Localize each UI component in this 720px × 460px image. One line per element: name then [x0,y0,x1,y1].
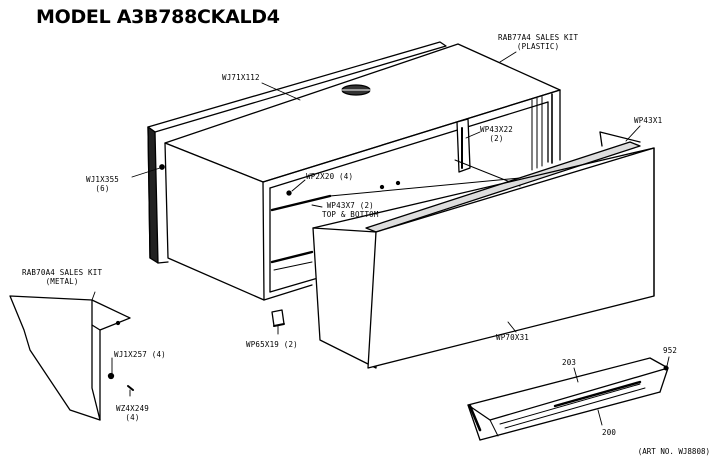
label-rab70a4: RAB70A4 SALES KIT (METAL) [22,268,102,286]
label-wp43x7-line2: TOP & BOTTOM [322,210,379,219]
label-wp43x1-line1: WP43X1 [634,116,663,125]
label-rab70a4-line2: (METAL) [45,277,79,286]
label-wp65x19-line1: WP65X19 (2) [246,340,298,349]
label-wz4x249: WZ4X249 (4) [116,404,149,422]
label-wj1x257-line1: WJ1X257 (4) [114,350,166,359]
top-trim-bar [365,131,641,233]
label-wp43x7-line1: WP43X7 (2) [326,201,374,210]
label-wp70x31-line1: WP70X31 [496,333,530,342]
wall-case [159,43,561,301]
label-wz4x249-line1: WZ4X249 [116,404,150,413]
screw-952 [663,365,669,371]
label-952: 952 [663,346,677,355]
metal-side-bracket [9,295,134,421]
label-rab77a4-line1: RAB77A4 SALES KIT [498,33,579,42]
base-tray [467,357,669,441]
label-200: 200 [602,428,616,437]
clip-part [271,309,285,327]
label-wz4x249-line2: (4) [125,413,140,422]
label-203-line1: 203 [562,358,577,367]
label-wj1x355-line2: (6) [95,184,110,193]
label-wj71x112: WJ71X112 [222,73,260,82]
label-wp43x22: WP43X22 (2) [480,125,513,143]
leader-lines [91,51,670,426]
label-wp43x7: WP43X7 (2) TOP & BOTTOM [322,201,379,219]
label-wp65x19: WP65X19 (2) [246,340,298,349]
page-title: MODEL A3B788CKALD4 [36,6,280,28]
label-wp70x31: WP70X31 [496,333,529,342]
label-wp43x1: WP43X1 [634,116,662,125]
label-wp43x22-line1: WP43X22 [480,125,514,134]
label-wp43x22-line2: (2) [489,134,504,143]
label-wp2x20-line1: WP2X20 (4) [306,172,354,181]
label-rab77a4: RAB77A4 SALES KIT (PLASTIC) [498,33,578,51]
label-200-line1: 200 [602,428,617,437]
label-rab77a4-line2: (PLASTIC) [516,42,560,51]
label-rab70a4-line1: RAB70A4 SALES KIT [22,268,103,277]
back-frame [147,41,447,264]
label-wj71x112-line1: WJ71X112 [222,73,260,82]
front-panel [312,147,655,369]
label-203: 203 [562,358,576,367]
label-wj1x257: WJ1X257 (4) [114,350,166,359]
label-952-line1: 952 [663,346,678,355]
art-number: (ART NO. WJ8808) [637,447,710,456]
label-wp2x20: WP2X20 (4) [306,172,353,181]
label-wj1x355-line1: WJ1X355 [86,175,120,184]
label-wj1x355: WJ1X355 (6) [86,175,119,193]
